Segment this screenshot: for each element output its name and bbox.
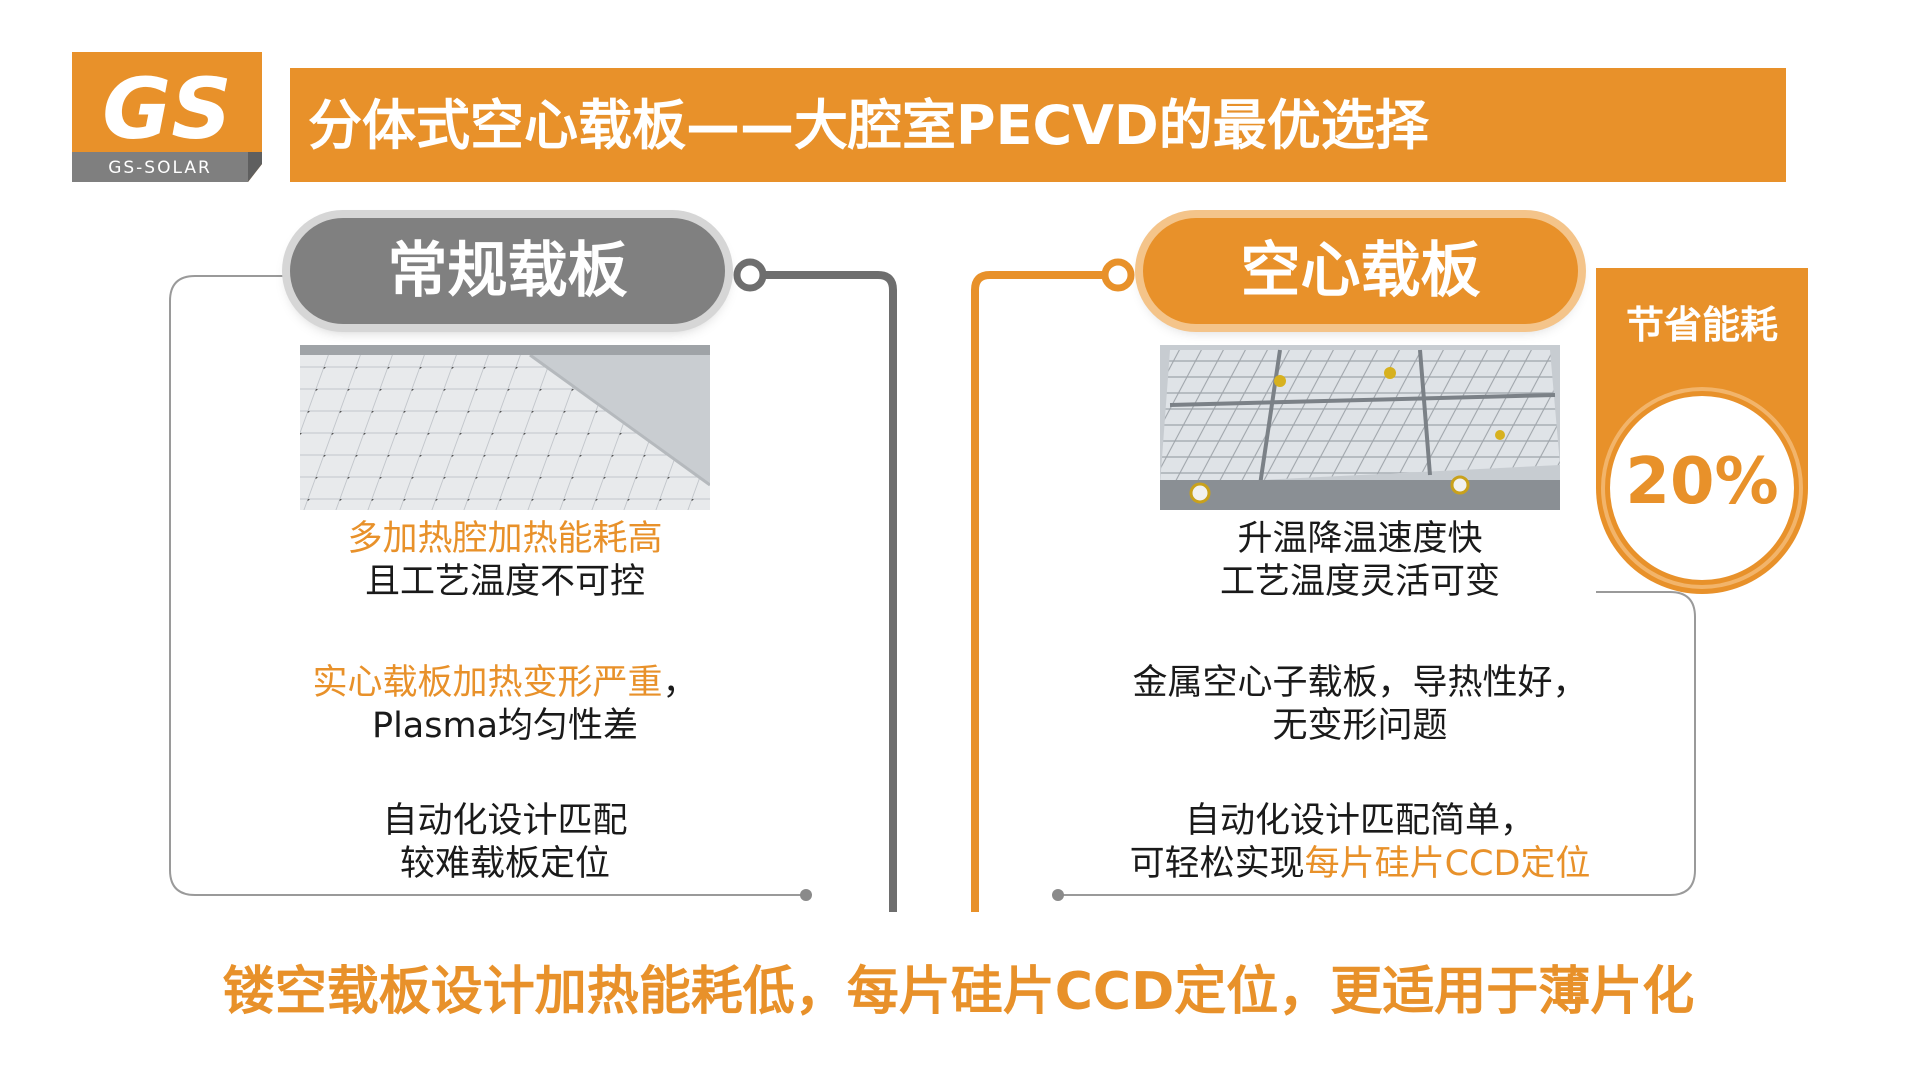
left-point-2-line-1-suffix: ， bbox=[662, 663, 698, 703]
right-point-1-line-2: 工艺温度灵活可变 bbox=[1219, 562, 1500, 602]
hollow-carrier-heading: 空心载板 bbox=[1143, 218, 1578, 324]
right-point-3-line-2: 可轻松实现 bbox=[1129, 844, 1305, 884]
right-point-1: 升温降温速度快 工艺温度灵活可变 bbox=[1080, 518, 1640, 604]
left-connector-node bbox=[733, 258, 767, 292]
left-point-3: 自动化设计匹配 较难载板定位 bbox=[225, 800, 785, 886]
left-point-3-line-2: 较难载板定位 bbox=[399, 844, 610, 884]
right-point-2-line-1: 金属空心子载板，导热性好， bbox=[1132, 663, 1588, 703]
right-point-1-line-1: 升温降温速度快 bbox=[1237, 519, 1483, 559]
right-point-3-line-2-highlight: 每片硅片CCD定位 bbox=[1304, 844, 1591, 884]
logo-mark: GS bbox=[102, 60, 231, 158]
right-point-3: 自动化设计匹配简单， 可轻松实现每片硅片CCD定位 bbox=[1080, 800, 1640, 886]
left-point-1: 多加热腔加热能耗高 且工艺温度不可控 bbox=[225, 518, 785, 604]
left-card-end-dot bbox=[800, 889, 812, 901]
right-connector bbox=[971, 271, 1118, 912]
conventional-carrier-photo bbox=[300, 345, 710, 510]
right-card-end-dot bbox=[1052, 889, 1064, 901]
left-point-2-line-1: 实心载板加热变形严重 bbox=[312, 663, 663, 703]
footer-summary: 镂空载板设计加热能耗低，每片硅片CCD定位，更适用于薄片化 bbox=[222, 962, 1695, 1022]
left-point-1-line-2: 且工艺温度不可控 bbox=[364, 562, 645, 602]
right-connector-node bbox=[1101, 258, 1135, 292]
logo-name: GS-SOLAR bbox=[108, 158, 212, 178]
badge-label: 节省能耗 bbox=[1625, 303, 1778, 347]
right-point-2-line-2: 无变形问题 bbox=[1272, 706, 1448, 746]
energy-saving-badge bbox=[1596, 268, 1808, 594]
left-point-1-line-1: 多加热腔加热能耗高 bbox=[347, 519, 663, 559]
gs-solar-logo: GS GS-SOLAR bbox=[72, 52, 262, 182]
left-point-2: 实心载板加热变形严重， Plasma均匀性差 bbox=[225, 662, 785, 748]
left-card-outline bbox=[169, 275, 805, 896]
left-connector bbox=[750, 271, 897, 912]
right-point-3-line-1: 自动化设计匹配简单， bbox=[1184, 801, 1535, 841]
right-point-2: 金属空心子载板，导热性好， 无变形问题 bbox=[1080, 662, 1640, 748]
page-title: 分体式空心载板——大腔室PECVD的最优选择 bbox=[308, 94, 1429, 157]
hollow-carrier-photo bbox=[1160, 345, 1560, 510]
badge-value: 20% bbox=[1625, 445, 1779, 519]
right-card-outline bbox=[1058, 591, 1696, 896]
left-point-3-line-1: 自动化设计匹配 bbox=[382, 801, 628, 841]
conventional-carrier-heading: 常规载板 bbox=[290, 218, 725, 324]
left-point-2-line-2: Plasma均匀性差 bbox=[371, 706, 639, 746]
title-bar bbox=[290, 68, 1786, 182]
